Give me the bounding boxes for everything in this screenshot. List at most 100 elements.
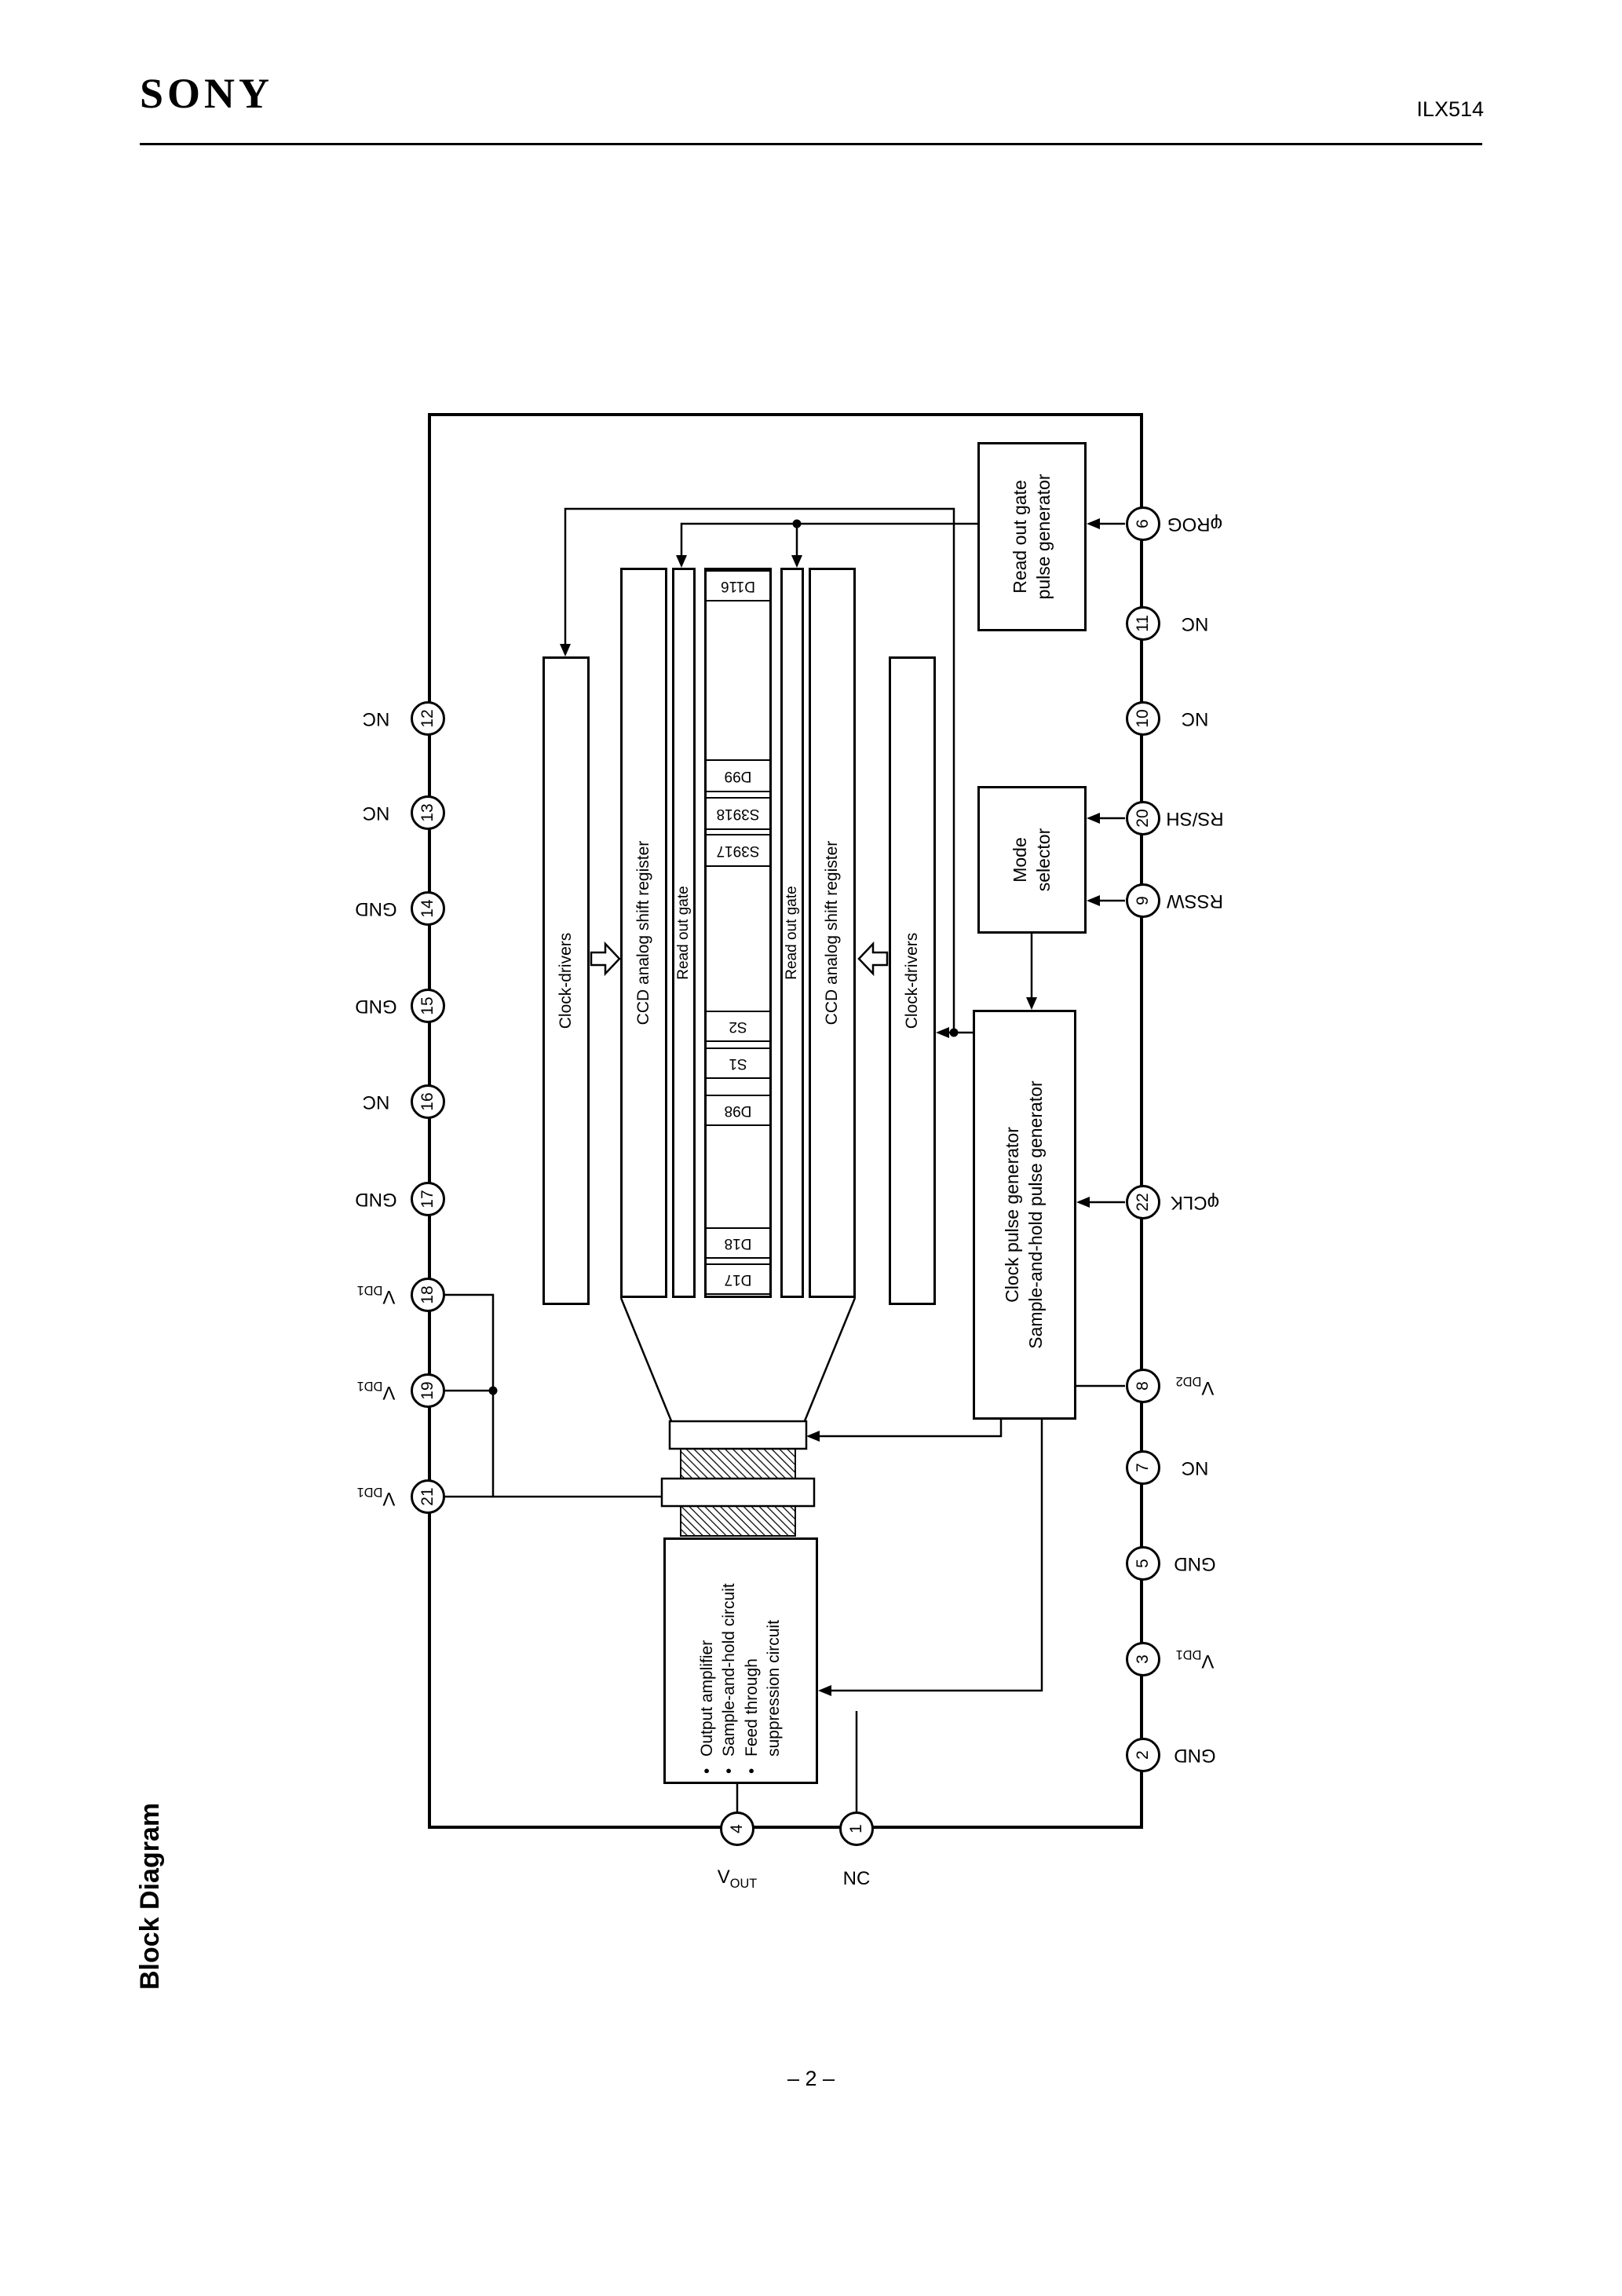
pin-2-number: 2	[1126, 1738, 1160, 1772]
pin-16-number: 16	[411, 1084, 445, 1119]
ccd-shift-register-top-label: CCD analog shift register	[634, 840, 653, 1026]
pin-15-label: GND	[355, 996, 397, 1017]
register-cell: D116	[707, 570, 769, 601]
mode-selector-label-line2: selector	[1032, 828, 1054, 892]
pin-17-number: 17	[411, 1182, 445, 1216]
pin-13-label: NC	[362, 803, 390, 824]
pin-4-label: VOUT	[717, 1866, 758, 1891]
pin-9-label: RSSW	[1167, 890, 1223, 912]
pin-13-number: 13	[411, 795, 445, 830]
pin-19-number: 19	[411, 1373, 445, 1408]
pin-10-label: NC	[1181, 708, 1209, 729]
clock-drivers-top-block: Clock-drivers	[542, 656, 590, 1305]
pin-14-number: 14	[411, 891, 445, 926]
register-cell: D98	[707, 1095, 769, 1126]
output-amp-item-label: Sample-and-hold circuit	[720, 1583, 739, 1757]
clock-hollow-arrow-icons	[590, 941, 889, 977]
part-number: ILX514	[1416, 97, 1484, 121]
section-title: Block Diagram	[135, 1802, 165, 1990]
cell-label: S1	[729, 1055, 747, 1072]
pin-21-label: VDD1	[356, 1485, 396, 1509]
funnel	[619, 1297, 857, 1424]
sony-logo: SONY	[140, 70, 274, 117]
ccd-shift-register-bottom-block: CCD analog shift register	[809, 568, 856, 1298]
pin-14-label: GND	[355, 898, 397, 919]
pin-1-number: 1	[839, 1812, 874, 1846]
pin-2-label: GND	[1174, 1745, 1216, 1766]
pin-11-label: NC	[1181, 613, 1209, 634]
signal-routing	[444, 507, 1125, 1812]
bullet-icon: •	[720, 1768, 739, 1774]
rog-gen-label-line2: pulse generator	[1032, 473, 1054, 600]
pin-5-number: 5	[1126, 1546, 1160, 1581]
ccd-shift-register-bottom-label: CCD analog shift register	[823, 840, 842, 1026]
cell-label: D98	[724, 1102, 752, 1119]
output-amp-item: • Feed through suppression circuit	[741, 1620, 786, 1774]
read-out-gate-pulse-generator-block: Read out gate pulse generator	[977, 442, 1087, 631]
register-cell: D17	[707, 1263, 769, 1295]
pin-21-number: 21	[411, 1479, 445, 1514]
clock-pulse-generator-block: Clock pulse generator Sample-and-hold pu…	[973, 1010, 1076, 1420]
register-cell: D99	[707, 759, 769, 792]
pin-3-number: 3	[1126, 1642, 1160, 1676]
junction-dots	[488, 519, 959, 1395]
mode-selector-label-line1: Mode	[1009, 837, 1030, 883]
clock-pulse-gen-label-line1: Clock pulse generator	[1002, 1127, 1023, 1303]
output-amp-item-label: Feed through suppression circuit	[742, 1620, 783, 1757]
pin-6-number: 6	[1126, 506, 1160, 541]
sensor-cell-array: D17 D18 D98 S1 S2 S3917 S3918 D99 D116	[704, 568, 772, 1298]
pin-12-number: 12	[411, 701, 445, 736]
arrowheads	[560, 518, 1100, 1696]
register-cell: S3917	[707, 834, 769, 867]
clock-drivers-bottom-block: Clock-drivers	[889, 656, 936, 1305]
pin-22-label: φCLK	[1170, 1192, 1220, 1213]
pin-18-label: VDD1	[356, 1283, 396, 1307]
pin-16-label: NC	[362, 1091, 390, 1113]
pin-8-number: 8	[1126, 1369, 1160, 1403]
bullet-icon: •	[697, 1768, 716, 1774]
rog-gen-label-line1: Read out gate	[1009, 480, 1030, 594]
pin-11-number: 11	[1126, 606, 1160, 641]
charge-output-node	[660, 1420, 816, 1537]
pin-20-number: 20	[1126, 801, 1160, 835]
header-rule	[140, 143, 1482, 145]
pin-22-number: 22	[1126, 1185, 1160, 1219]
register-cell: S1	[707, 1047, 769, 1079]
cell-label: S3917	[716, 843, 760, 859]
cell-label: S3918	[716, 806, 760, 822]
pin-20-label: RS/SH	[1166, 808, 1224, 829]
bullet-icon: •	[742, 1768, 761, 1774]
pin-8-label: VDD2	[1175, 1374, 1215, 1398]
cell-label: D18	[724, 1235, 752, 1252]
read-out-gate-top-label: Read out gate	[674, 886, 692, 980]
connection-lines	[444, 507, 1125, 1812]
pin-17-label: GND	[355, 1189, 397, 1210]
pin-3-label: VDD1	[1175, 1647, 1215, 1672]
cell-label: S2	[729, 1018, 747, 1035]
pin-12-label: NC	[362, 708, 390, 729]
output-amplifier-block: •Output amplifier • Sample-and-hold circu…	[663, 1537, 818, 1784]
cell-label: D99	[724, 768, 752, 784]
pin-4-number: 4	[720, 1812, 754, 1846]
register-cell: S2	[707, 1011, 769, 1042]
block-diagram: Clock-drivers CCD analog shift register …	[355, 413, 1224, 1891]
pin-19-label: VDD1	[356, 1379, 396, 1403]
ccd-shift-register-top-block: CCD analog shift register	[620, 568, 667, 1298]
clock-drivers-top-label: Clock-drivers	[557, 932, 575, 1029]
pin-6-label: φROG	[1167, 514, 1223, 535]
read-out-gate-top-block: Read out gate	[672, 568, 696, 1298]
pin-18-number: 18	[411, 1278, 445, 1312]
pin-9-number: 9	[1126, 883, 1160, 918]
output-amp-item: • Sample-and-hold circuit	[718, 1583, 740, 1774]
pin-7-number: 7	[1126, 1450, 1160, 1485]
pin-5-label: GND	[1174, 1553, 1216, 1574]
clock-drivers-bottom-label: Clock-drivers	[903, 932, 922, 1029]
pin-7-label: NC	[1181, 1457, 1209, 1479]
output-amp-item: •Output amplifier	[696, 1640, 718, 1774]
register-cell: D18	[707, 1227, 769, 1259]
clock-pulse-gen-label-line2: Sample-and-hold pulse generator	[1025, 1080, 1046, 1349]
pin-1-label: NC	[842, 1868, 871, 1889]
mode-selector-block: Mode selector	[977, 786, 1087, 934]
cell-label: D116	[720, 578, 756, 594]
pin-15-number: 15	[411, 989, 445, 1023]
